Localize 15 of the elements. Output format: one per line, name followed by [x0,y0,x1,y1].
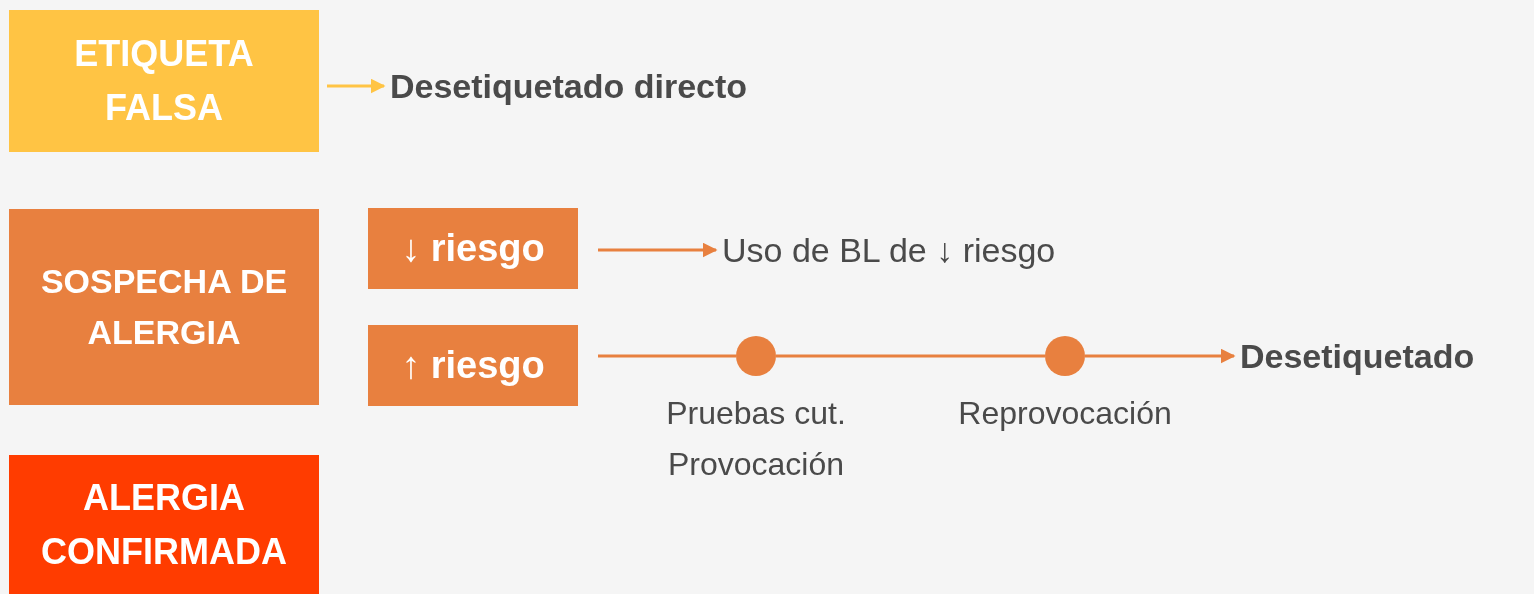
step-label: Reprovocación [957,394,1173,433]
arrow [327,78,386,94]
outcome-text: Uso de BL de ↓ riesgo [722,222,1122,278]
step-label: Pruebas cut. Provocación [665,394,847,485]
step-dot [1045,336,1085,376]
outcome-text: Desetiquetado directo [390,58,820,114]
category-box: ETIQUETA FALSA [9,10,319,152]
arrow [1085,348,1236,364]
category-box: ALERGIA CONFIRMADA [9,455,319,594]
arrow [598,242,718,258]
outcome-text: Desetiquetado [1240,328,1530,384]
category-box: SOSPECHA DE ALERGIA [9,209,319,405]
step-dot [736,336,776,376]
category-box: ↑ riesgo [368,325,578,406]
category-box: ↓ riesgo [368,208,578,289]
